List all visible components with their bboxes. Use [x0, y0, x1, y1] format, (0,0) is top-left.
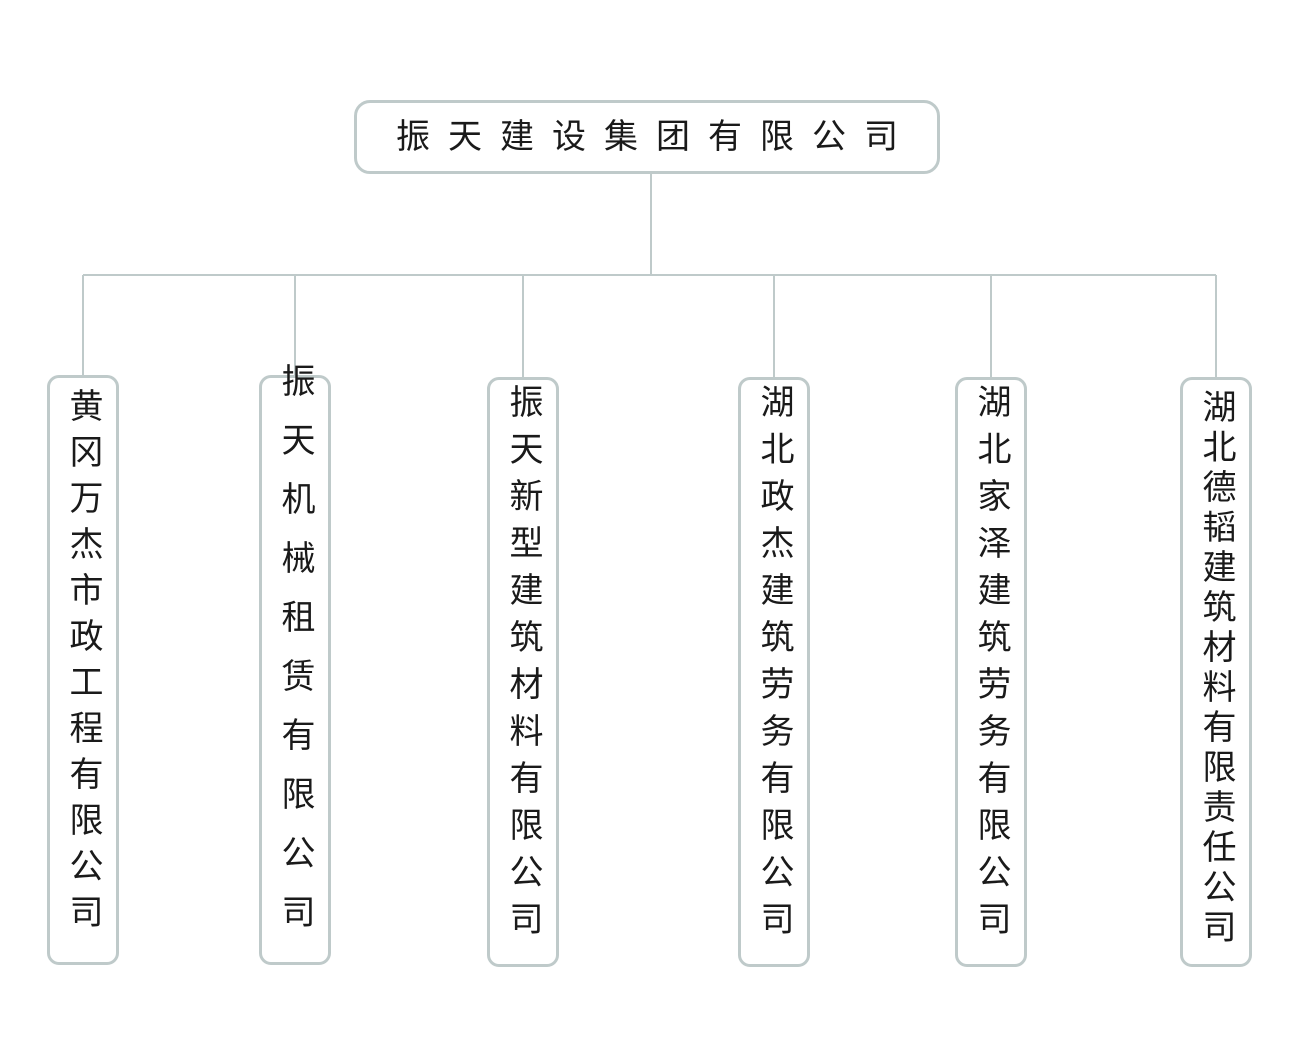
root-node: 振天建设集团有限公司: [354, 100, 940, 174]
subsidiary-node-label: 湖北政杰建筑劳务有限公司: [754, 383, 794, 948]
subsidiary-node-1: 黄冈万杰市政工程有限公司: [47, 375, 119, 965]
subsidiary-node-label: 黄冈万杰市政工程有限公司: [63, 388, 103, 940]
subsidiary-node-3: 振天新型建筑材料有限公司: [487, 377, 559, 967]
subsidiary-node-6: 湖北德韬建筑材料有限责任公司: [1180, 377, 1252, 967]
subsidiary-node-label: 湖北德韬建筑材料有限责任公司: [1196, 389, 1236, 949]
subsidiary-node-label: 振天新型建筑材料有限公司: [503, 383, 543, 948]
subsidiary-node-5: 湖北家泽建筑劳务有限公司: [955, 377, 1027, 967]
root-node-label: 振天建设集团有限公司: [396, 117, 916, 157]
subsidiary-node-label: 湖北家泽建筑劳务有限公司: [971, 383, 1011, 948]
subsidiary-node-4: 湖北政杰建筑劳务有限公司: [738, 377, 810, 967]
subsidiary-node-2: 振天机械租赁有限公司: [259, 363, 331, 965]
subsidiary-node-label: 振天机械租赁有限公司: [275, 362, 315, 953]
